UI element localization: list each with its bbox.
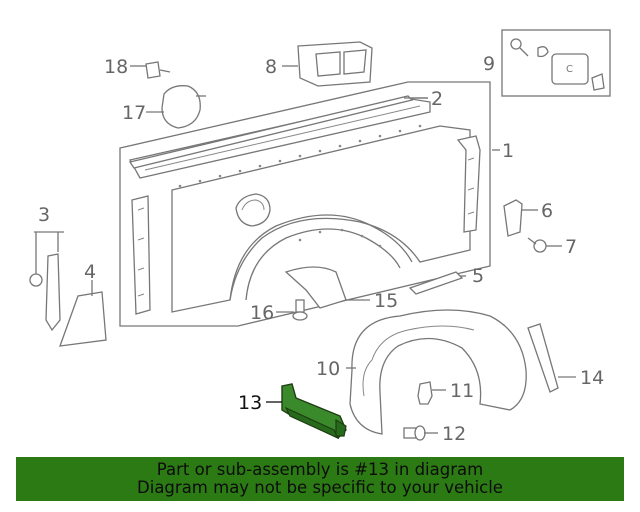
- part-12-bolt: [403, 425, 426, 441]
- part-15-shield: [284, 266, 347, 309]
- banner-line-2: Diagram may not be specific to your vehi…: [137, 478, 503, 497]
- callout-2: 2: [431, 88, 443, 110]
- part-18-clip: [145, 61, 171, 79]
- part-17-fuel-door: [161, 85, 206, 129]
- part-14-strip: [527, 323, 559, 393]
- callout-4: 4: [84, 261, 96, 283]
- part-6-bracket: [503, 199, 523, 237]
- callout-18: 18: [104, 56, 128, 78]
- callout-11: 11: [450, 380, 474, 402]
- svg-text:C: C: [566, 64, 573, 75]
- callout-13: 13: [238, 392, 262, 414]
- part-3-molding: [29, 253, 61, 332]
- part-9-kit-box: C: [501, 29, 611, 97]
- callout-10: 10: [316, 358, 340, 380]
- part-10-wheel-liner: [349, 309, 527, 435]
- info-banner: Part or sub-assembly is #13 in diagram D…: [16, 457, 624, 501]
- callout-8: 8: [265, 56, 277, 78]
- part-11-clip: [417, 381, 433, 405]
- callout-17: 17: [122, 102, 146, 124]
- callout-6: 6: [541, 200, 553, 222]
- part-4-cover: [59, 291, 107, 347]
- callout-16: 16: [250, 302, 274, 324]
- parts-diagram: C: [29, 29, 611, 445]
- part-1-front-brace: [456, 135, 481, 233]
- part-13-bracket-highlighted: [281, 383, 347, 440]
- leader-lines: [34, 65, 576, 434]
- callout-7: 7: [565, 236, 577, 258]
- callout-14: 14: [580, 367, 604, 389]
- callout-12: 12: [442, 423, 466, 445]
- part-8-housing: [297, 41, 373, 87]
- banner-line-1: Part or sub-assembly is #13 in diagram: [156, 460, 484, 479]
- callout-1: 1: [502, 140, 514, 162]
- callout-3: 3: [38, 204, 50, 226]
- rivet-dots: [178, 124, 422, 248]
- callout-5: 5: [472, 265, 484, 287]
- part-7-bolt: [527, 237, 547, 253]
- callout-9: 9: [483, 53, 495, 75]
- part-16-bolt: [292, 299, 308, 321]
- callout-15: 15: [374, 290, 398, 312]
- part-5-seal: [408, 271, 464, 295]
